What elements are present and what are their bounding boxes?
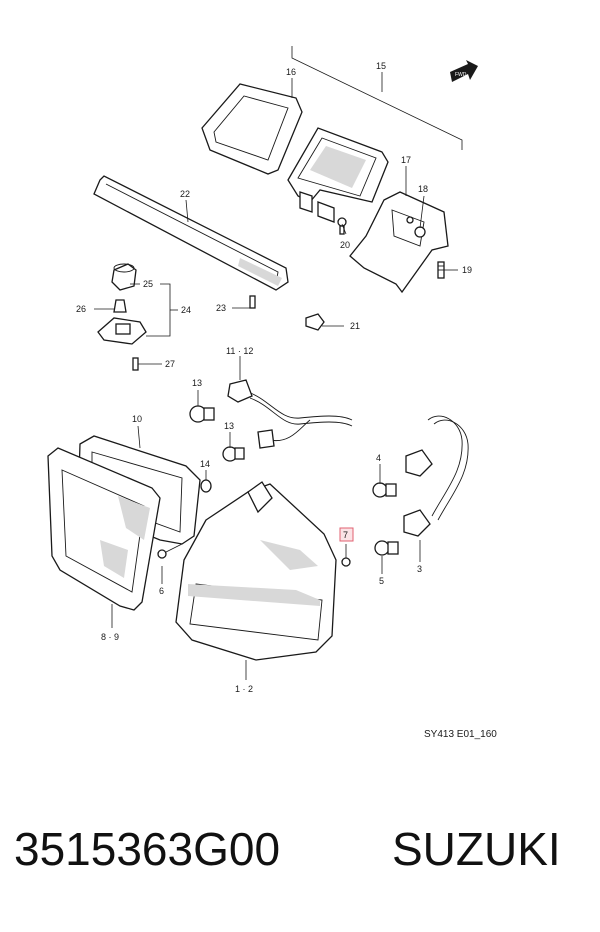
part-8-9-lens: [47, 447, 161, 611]
part-19-screw: [437, 261, 445, 279]
callout-27: 27: [165, 359, 175, 369]
callout-10: 10: [132, 414, 142, 424]
leader-lines: [94, 78, 458, 680]
part-24-lamp: [97, 317, 147, 345]
part-23-screw: [249, 295, 256, 309]
callout-23: 23: [216, 303, 226, 313]
callout-7-highlight: 7: [339, 527, 354, 542]
part-25-socket: [111, 263, 137, 291]
callout-25: 25: [143, 279, 153, 289]
brand-name: SUZUKI: [392, 823, 561, 875]
part-5-bulb: [374, 540, 399, 556]
part-20-screw: [337, 217, 347, 235]
callout-1-2: 1 · 2: [235, 684, 253, 694]
callout-8-9: 8 · 9: [101, 632, 119, 642]
highlight-box: [339, 527, 354, 542]
callout-20: 20: [340, 240, 350, 250]
part-1-2-lamp: [175, 481, 337, 661]
callout-7: 7: [343, 530, 348, 540]
part-4-bulb: [372, 482, 397, 498]
callout-14: 14: [200, 459, 210, 469]
callout-6: 6: [159, 586, 164, 596]
callout-15: 15: [376, 61, 386, 71]
part-21-clip: [305, 313, 325, 331]
part-13-bulb-lower: [222, 446, 245, 462]
part-27-screw: [132, 357, 139, 371]
callout-18: 18: [418, 184, 428, 194]
callout-3: 3: [417, 564, 422, 574]
parts-diagram: FWD: [47, 46, 498, 740]
footer: [0, 775, 600, 932]
part-22-strip: [93, 175, 289, 291]
exploded-view-drawing: FWD: [47, 46, 497, 740]
part-7-screw: [341, 557, 351, 567]
callout-13-lower: 13: [224, 421, 234, 431]
callout-21: 21: [350, 321, 360, 331]
callout-13-upper: 13: [192, 378, 202, 388]
part-16-bezel: [201, 83, 303, 175]
callout-11-12: 11 · 12: [226, 346, 253, 356]
callout-5: 5: [379, 576, 384, 586]
callout-24: 24: [181, 305, 191, 315]
part-26-bulb: [113, 299, 127, 313]
part-14-grommet: [200, 479, 212, 493]
fwd-arrow-icon: FWD: [450, 60, 478, 82]
reference-code: SY413 E01_160: [424, 729, 497, 740]
part-17-bracket: [349, 191, 449, 294]
callout-17: 17: [401, 155, 411, 165]
callout-19: 19: [462, 265, 472, 275]
part-15-bracket: [291, 46, 463, 150]
callout-4: 4: [376, 453, 381, 463]
callout-22: 22: [180, 189, 190, 199]
callout-16: 16: [286, 67, 296, 77]
part-number: 3515363G00: [14, 823, 281, 875]
part-3-harness: [403, 415, 469, 537]
fwd-label: FWD: [455, 72, 467, 78]
callout-26: 26: [76, 304, 86, 314]
part-11-12-harness: [227, 379, 353, 449]
part-15-housing: [287, 127, 389, 223]
part-13-bulb-upper: [189, 405, 215, 423]
part-6-screw: [157, 543, 183, 559]
